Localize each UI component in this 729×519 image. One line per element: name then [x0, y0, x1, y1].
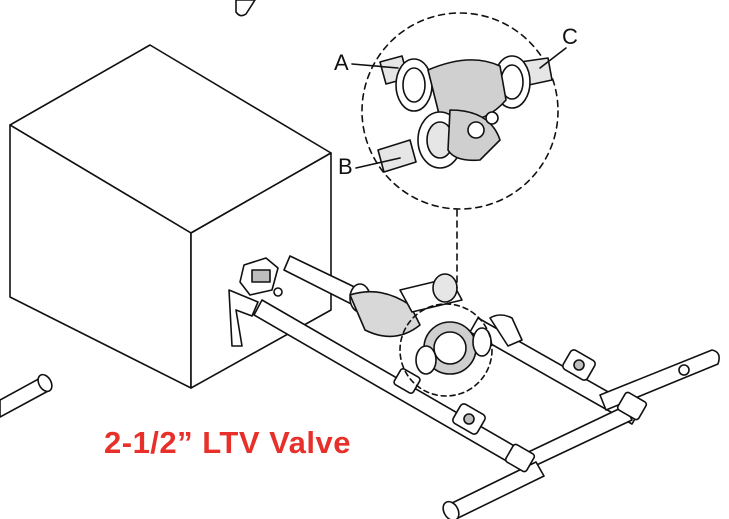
callout-a-label: A [334, 50, 349, 75]
callout-b-label: B [338, 154, 353, 179]
highlight-circle-small [399, 303, 493, 397]
small-fitting [678, 364, 690, 376]
diagram-title: 2-1/2” LTV Valve [104, 425, 351, 460]
pipe-stub-top [235, 0, 256, 17]
storage-tank [9, 44, 332, 389]
ball-valve-left [452, 403, 486, 435]
detail-circle [361, 12, 559, 210]
ball-valve-right [562, 349, 596, 381]
ltv-valve-assembly [349, 273, 492, 375]
callout-c-leader [539, 47, 567, 69]
callout-c-label: C [562, 24, 578, 49]
callout-a-leader [351, 63, 399, 69]
tank-side-valve [239, 257, 283, 297]
detail-valve [377, 55, 553, 173]
pipe-stub-left [0, 373, 53, 418]
callout-b-leader [355, 157, 401, 169]
